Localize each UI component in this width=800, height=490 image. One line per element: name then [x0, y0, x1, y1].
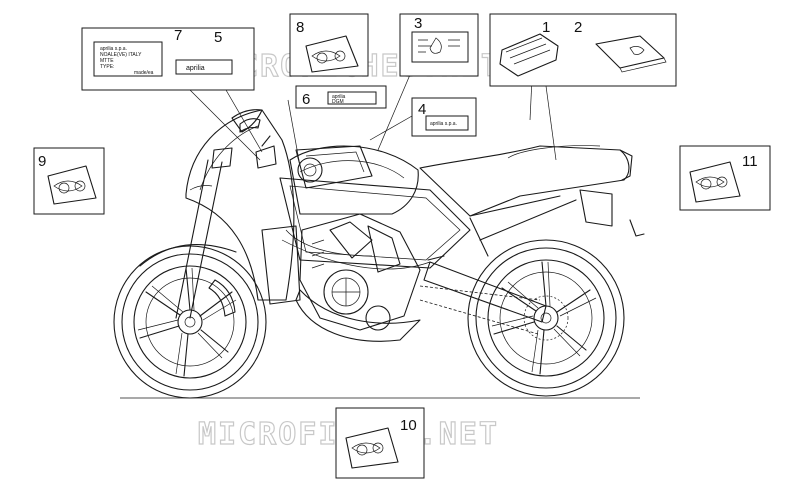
callout-number-10: 10 [400, 417, 417, 434]
decal-4-brand: aprilia s.p.a. [430, 121, 457, 127]
callout-number-7: 7 [174, 27, 182, 44]
callout-number-2: 2 [574, 19, 582, 36]
callout-number-6: 6 [302, 91, 310, 108]
plate-line3: TYPE: [100, 64, 114, 70]
callout-number-1: 1 [542, 19, 550, 36]
callout-box-7-5: aprilia s.p.a. NOALE(VE) ITALY MTTE TYPE… [81, 27, 255, 91]
rear-wheel [467, 239, 625, 397]
callout-number-9: 9 [38, 153, 46, 170]
callout-box-3: 3 [399, 13, 479, 77]
callout-box-8: 8 [289, 13, 369, 77]
leader-lines [189, 35, 557, 167]
decal-5-brand: aprilia [186, 65, 205, 72]
plate-line2: MTTE [100, 58, 114, 64]
decal-6-brand: aprilia [332, 94, 346, 100]
plate-line1: NOALE(VE) ITALY [100, 52, 142, 58]
callout-number-8: 8 [296, 19, 304, 36]
decal-6-dgm: DGM [332, 99, 344, 105]
callout-number-4: 4 [418, 101, 426, 118]
callout-box-9: 9 [33, 147, 105, 215]
callout-box-10: 10 [335, 407, 425, 479]
callout-number-11: 11 [742, 153, 758, 170]
engine [299, 213, 421, 331]
callout-number-3: 3 [414, 15, 422, 32]
front-wheel [113, 245, 267, 399]
plate-line4: made/ea [134, 70, 154, 76]
callout-box-11: 11 [679, 145, 771, 211]
motorcycle-drawing [113, 109, 645, 399]
callout-number-5: 5 [214, 29, 222, 46]
callout-box-4: aprilia s.p.a. 4 [411, 97, 477, 137]
callout-box-1-2: 1 2 [489, 13, 677, 87]
callout-box-6: aprilia DGM 6 [295, 85, 387, 109]
plate-brand: aprilia s.p.a. [100, 46, 127, 52]
